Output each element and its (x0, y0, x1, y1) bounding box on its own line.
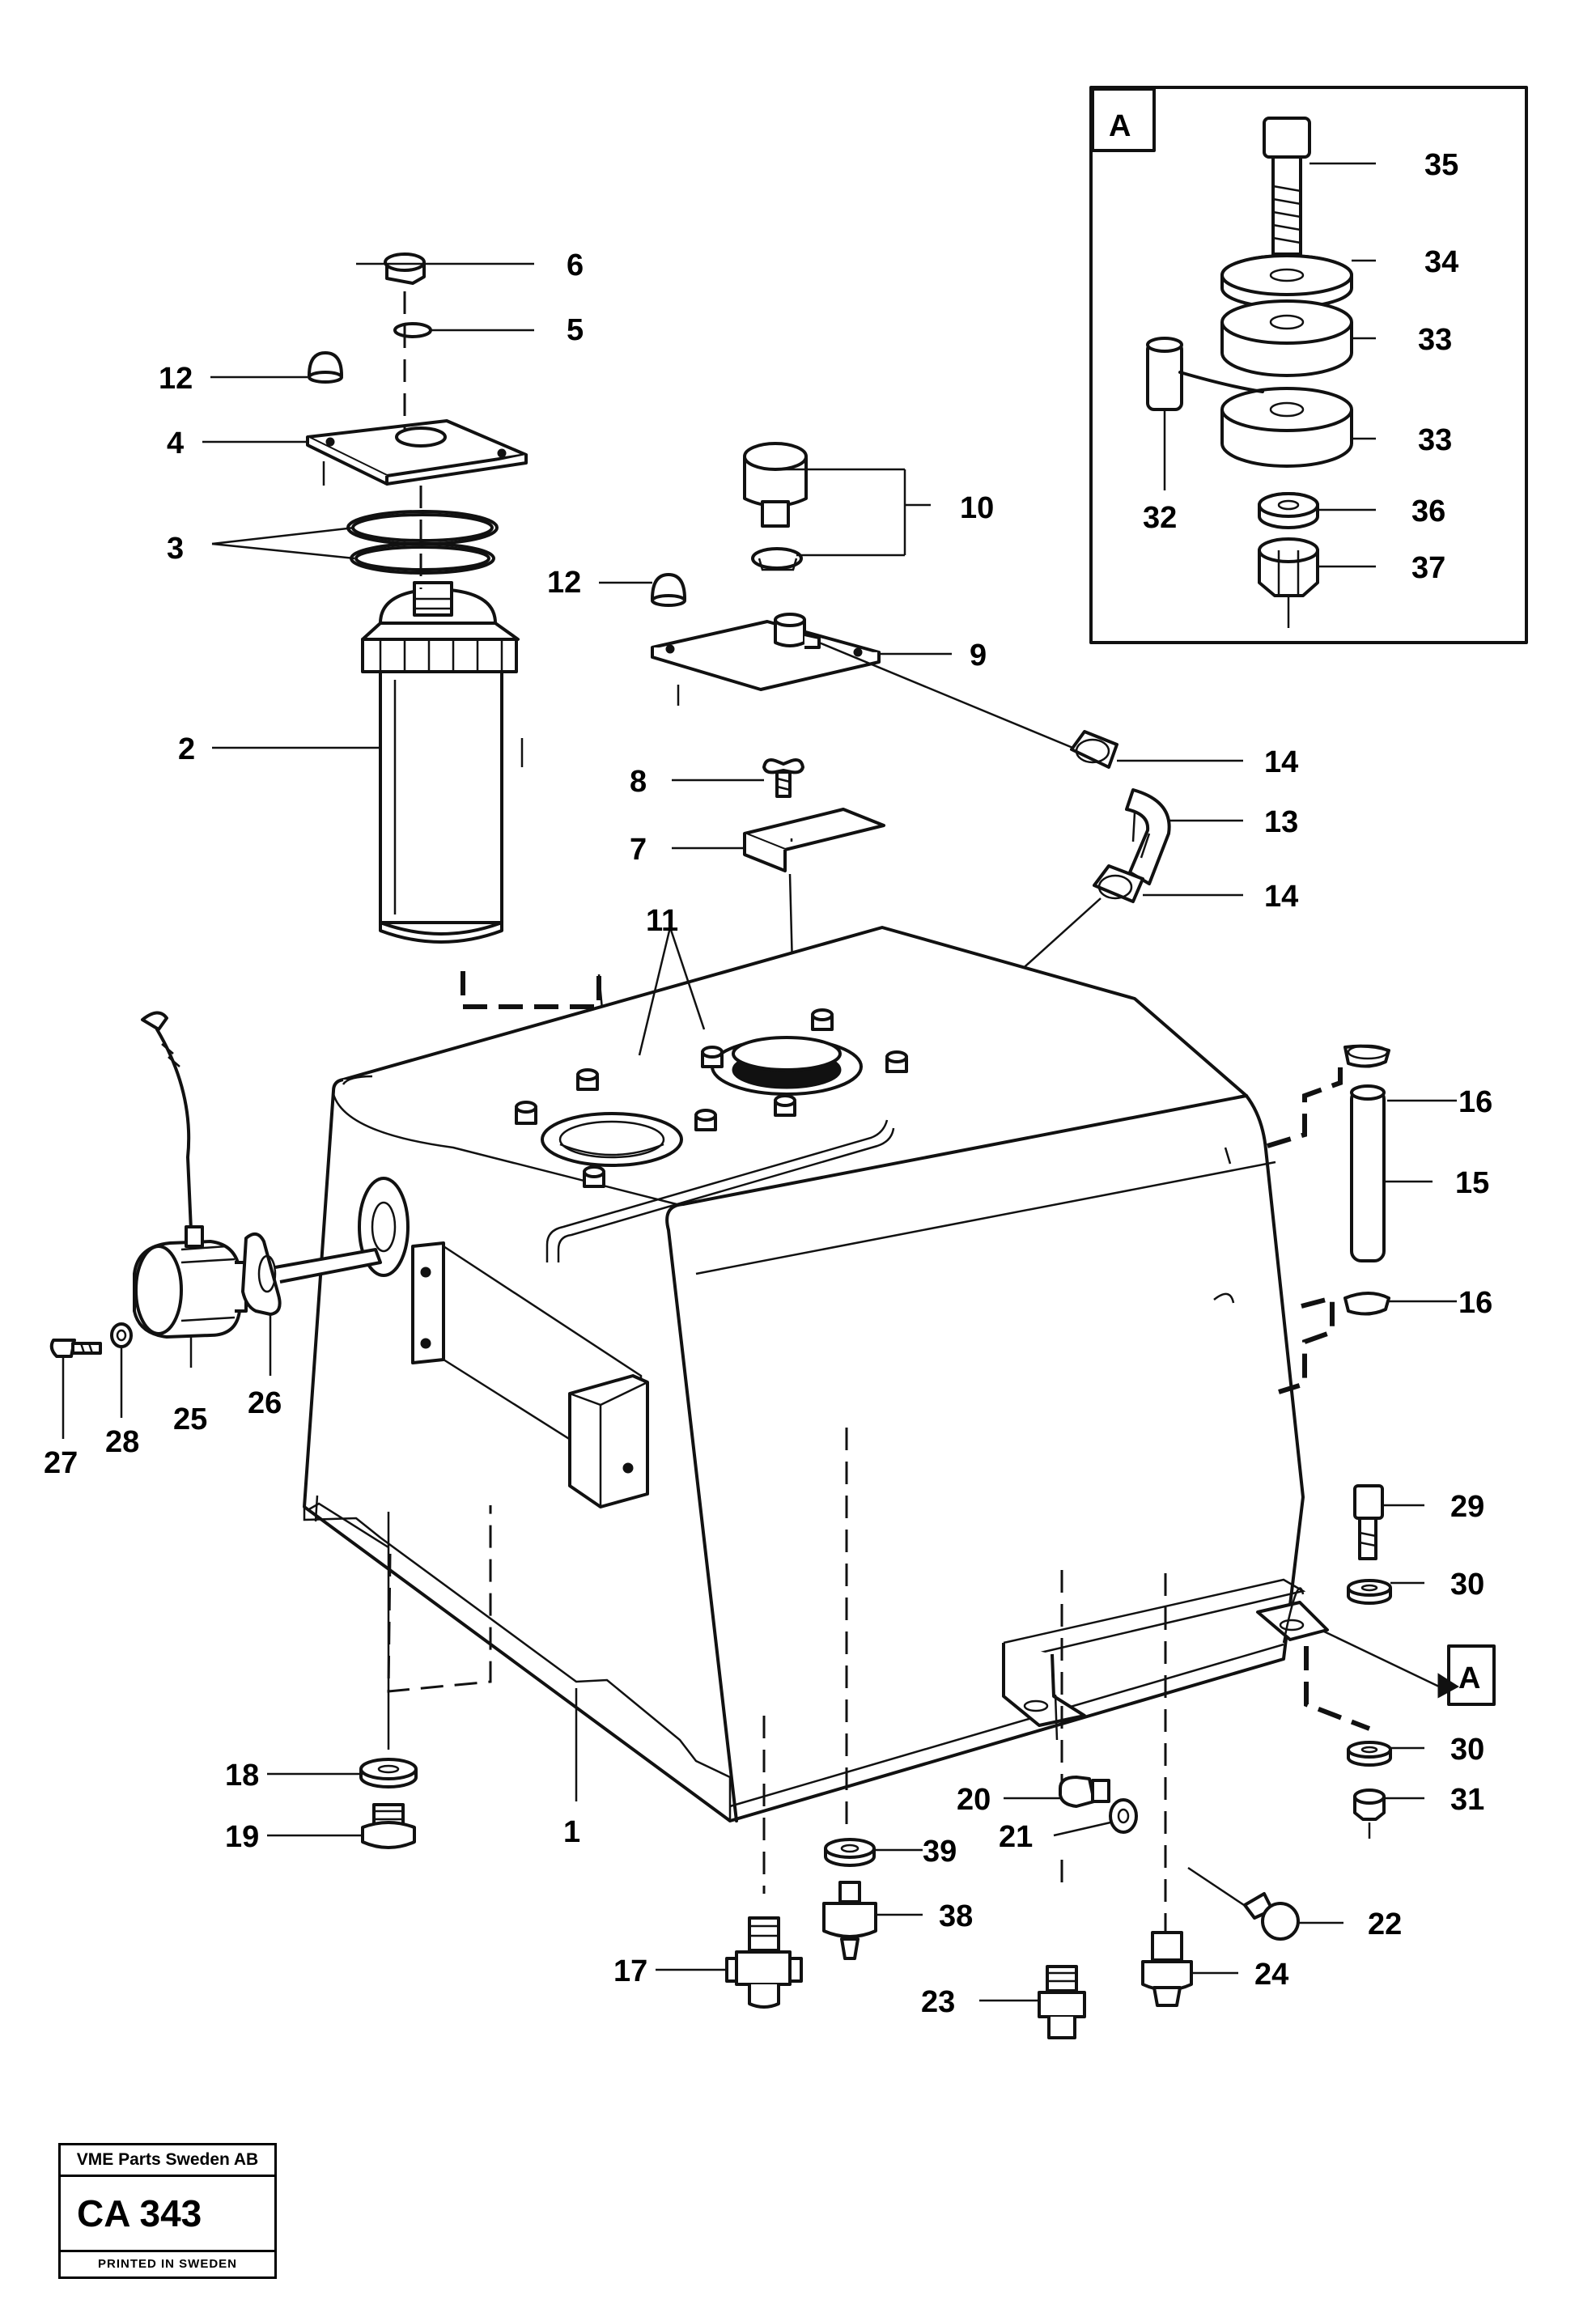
washer-34 (1220, 254, 1353, 309)
callout-15: 15 (1455, 1166, 1489, 1200)
callout-27: 27 (44, 1446, 78, 1480)
callout-1: 1 (563, 1815, 580, 1849)
callout-5: 5 (567, 313, 584, 347)
breather-assembly: 10 12 9 8 7 (547, 442, 1085, 1061)
company-name: VME Parts Sweden AB (61, 2145, 274, 2177)
callout-23: 23 (921, 1985, 955, 2019)
callout-32: 32 (1143, 501, 1177, 535)
callout-33-upper: 33 (1418, 323, 1452, 357)
callout-11: 11 (646, 904, 678, 938)
callout-16-upper: 16 (1458, 1085, 1492, 1119)
callout-36: 36 (1411, 494, 1445, 528)
callout-24: 24 (1254, 1958, 1288, 1992)
callout-26: 26 (248, 1386, 282, 1420)
callout-4: 4 (167, 426, 184, 460)
callout-30-lower: 30 (1450, 1733, 1484, 1767)
hydraulic-tank: A 1 11 (303, 904, 1496, 1931)
detail-a-tag: A (1109, 109, 1131, 143)
callout-38: 38 (939, 1899, 973, 1933)
callout-3: 3 (167, 532, 184, 566)
title-stamp: VME Parts Sweden AB CA 343 PRINTED IN SW… (58, 2143, 277, 2279)
mount-fasteners: 29 30 30 31 (1304, 1484, 1484, 1839)
detail-a-inset: A (1089, 86, 1528, 644)
callout-37: 37 (1411, 551, 1445, 585)
callout-34: 34 (1424, 245, 1458, 279)
callout-6: 6 (567, 248, 584, 282)
callout-39: 39 (923, 1835, 957, 1869)
callout-35: 35 (1424, 148, 1458, 182)
callout-12-left: 12 (159, 362, 193, 396)
hose-assembly: 14 13 14 (875, 730, 1298, 1110)
callout-16-lower: 16 (1458, 1286, 1492, 1320)
detail-a-reference: A (1458, 1661, 1480, 1695)
callout-25: 25 (173, 1402, 207, 1436)
drawing-code: CA 343 (77, 2192, 202, 2234)
callout-8: 8 (630, 765, 647, 799)
callout-19: 19 (225, 1820, 259, 1854)
callout-10: 10 (960, 491, 994, 525)
printed-note: PRINTED IN SWEDEN (61, 2250, 274, 2276)
callout-17: 17 (613, 1954, 647, 1988)
callout-18: 18 (225, 1759, 259, 1793)
callout-30-upper: 30 (1450, 1568, 1484, 1602)
callout-14-upper: 14 (1264, 745, 1298, 779)
callout-33-lower: 33 (1418, 423, 1452, 457)
callout-21: 21 (999, 1820, 1033, 1854)
nut-37 (1258, 537, 1319, 628)
rubber-mount-33-upper (1220, 299, 1353, 377)
callout-14-lower: 14 (1264, 880, 1298, 914)
callout-28: 28 (105, 1425, 139, 1459)
filter-assembly: 6 5 12 4 3 2 (159, 248, 610, 1142)
washer-36 (1258, 492, 1319, 529)
callout-7: 7 (630, 833, 647, 867)
callout-12-right: 12 (547, 566, 581, 600)
callout-22: 22 (1368, 1907, 1402, 1941)
pipe-assembly: 16 15 16 (1213, 1044, 1492, 1394)
callout-29: 29 (1450, 1490, 1484, 1524)
callout-20: 20 (957, 1783, 991, 1817)
sleeve-32 (1146, 337, 1264, 411)
level-sender-assembly: 25 26 27 28 (44, 1011, 382, 1480)
bottom-fittings: 18 19 17 39 38 20 21 22 23 24 (225, 1758, 1402, 2039)
callout-2: 2 (178, 732, 195, 766)
callout-9: 9 (970, 639, 987, 673)
callout-31: 31 (1450, 1783, 1484, 1817)
callout-13: 13 (1264, 805, 1298, 839)
bolt-35 (1263, 117, 1311, 256)
rubber-mount-33-lower (1220, 387, 1353, 468)
